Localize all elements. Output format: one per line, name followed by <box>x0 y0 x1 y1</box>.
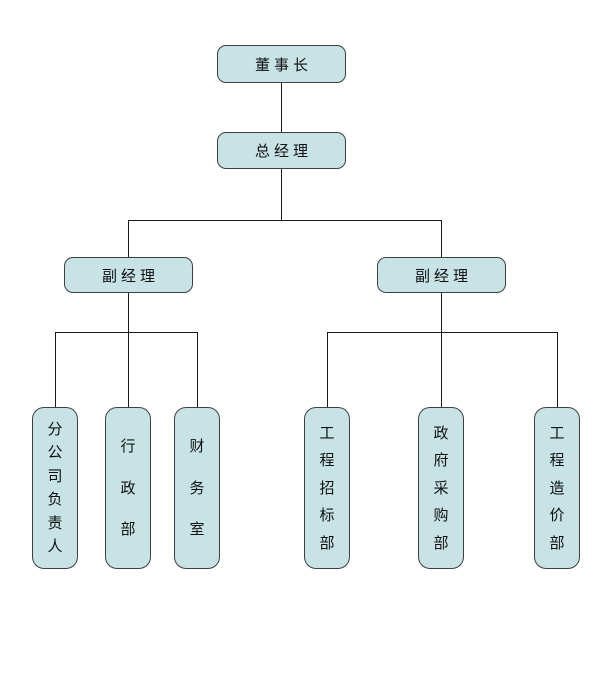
label-char: 标 <box>319 506 335 524</box>
org-node-dept-cost: 工程造价部 <box>534 407 580 569</box>
label-char: 政 <box>120 478 136 497</box>
label-char: 工 <box>549 423 565 442</box>
org-node-deputy-manager-left: 副经理 <box>64 257 193 293</box>
org-node-dept-gov-procurement-label: 政府采购部 <box>419 408 463 568</box>
org-node-general-manager: 总经理 <box>217 132 346 169</box>
org-node-dept-bidding: 工程招标部 <box>304 407 350 569</box>
label-char: 分 <box>47 419 63 438</box>
label-char: 公 <box>47 443 63 462</box>
connector-chairman-gm <box>281 83 282 132</box>
org-node-dept-cost-label: 工程造价部 <box>535 408 579 568</box>
org-node-deputy-manager-left-label: 副经理 <box>101 266 159 285</box>
label-char: 部 <box>433 533 449 552</box>
label-char: 行 <box>120 437 136 456</box>
label-char: 负 <box>47 490 63 509</box>
label-char: 室 <box>189 519 205 538</box>
label-char: 工 <box>319 423 335 442</box>
label-char: 部 <box>549 533 565 552</box>
org-node-dept-gov-procurement: 政府采购部 <box>418 407 464 569</box>
connector-dept2-drop <box>128 332 129 407</box>
org-node-chairman: 董事长 <box>217 45 346 83</box>
label-char: 部 <box>319 533 335 552</box>
org-node-dept-branch-manager: 分公司负责人 <box>32 407 78 569</box>
org-node-dept-branch-manager-label: 分公司负责人 <box>33 408 77 568</box>
label-char: 程 <box>549 451 565 469</box>
label-char: 司 <box>47 466 63 485</box>
label-char: 程 <box>319 451 335 469</box>
connector-dept3-drop <box>197 332 198 407</box>
org-node-deputy-manager-right-label: 副经理 <box>414 266 472 285</box>
connector-dept6-drop <box>557 332 558 407</box>
connector-dept1-drop <box>55 332 56 407</box>
label-char: 务 <box>189 478 205 497</box>
org-node-dept-administration-label: 行政部 <box>106 408 150 568</box>
connector-deputies-rail <box>128 220 442 221</box>
org-node-dept-administration: 行政部 <box>105 407 151 569</box>
label-char: 价 <box>549 506 565 524</box>
connector-left-depts-rail <box>55 332 198 333</box>
label-char: 部 <box>120 519 136 538</box>
connector-dept4-drop <box>327 332 328 407</box>
org-node-chairman-label: 董事长 <box>254 55 312 74</box>
label-char: 购 <box>433 506 449 524</box>
label-char: 造 <box>549 478 565 497</box>
connector-deputy-right-drop <box>441 220 442 257</box>
label-char: 招 <box>319 478 335 497</box>
label-char: 府 <box>433 451 449 469</box>
connector-right-subtree-drop <box>441 293 442 332</box>
org-node-deputy-manager-right: 副经理 <box>377 257 506 293</box>
label-char: 责 <box>47 513 63 532</box>
org-node-general-manager-label: 总经理 <box>254 142 312 160</box>
label-char: 采 <box>433 478 449 497</box>
label-char: 人 <box>47 537 63 556</box>
connector-deputy-left-drop <box>128 220 129 257</box>
org-node-dept-bidding-label: 工程招标部 <box>305 408 349 568</box>
label-char: 财 <box>189 437 205 456</box>
connector-gm-drop <box>281 169 282 220</box>
connector-dept5-drop <box>441 332 442 407</box>
label-char: 政 <box>433 423 449 442</box>
org-node-dept-finance: 财务室 <box>174 407 220 569</box>
connector-left-subtree-drop <box>128 293 129 332</box>
org-node-dept-finance-label: 财务室 <box>175 408 219 568</box>
connector-right-depts-rail <box>327 332 558 333</box>
